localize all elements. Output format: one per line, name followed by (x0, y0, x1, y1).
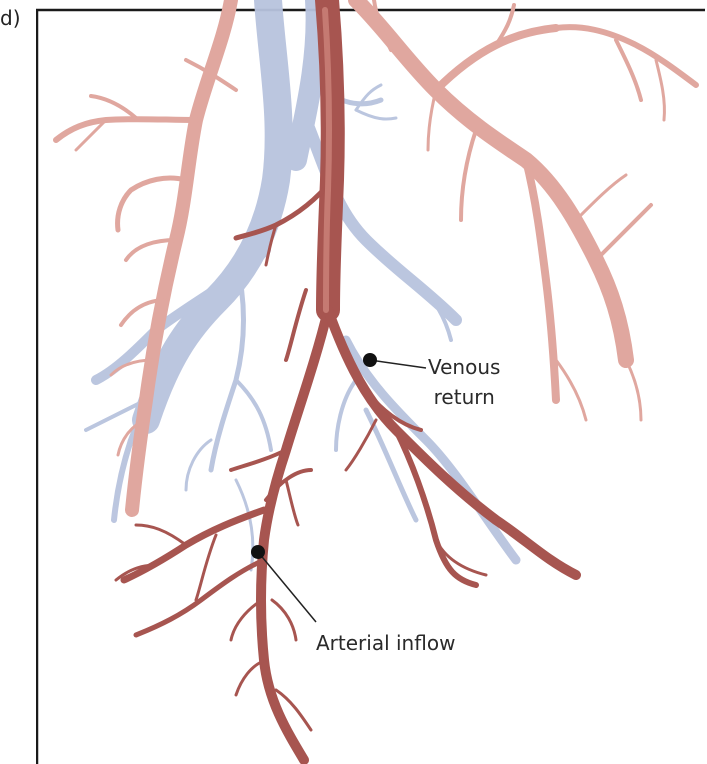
arterial-leader-line (258, 552, 316, 622)
arterial-marker (251, 545, 265, 559)
venous-label-line1: Venous (428, 352, 500, 382)
panel-label: d) (0, 6, 21, 30)
venous-return-label: Venous return (428, 352, 500, 412)
arterial-inflow-label: Arterial inflow (316, 628, 455, 658)
venous-leader-line (370, 360, 426, 368)
venous-marker (363, 353, 377, 367)
venous-label-line2: return (428, 382, 500, 412)
